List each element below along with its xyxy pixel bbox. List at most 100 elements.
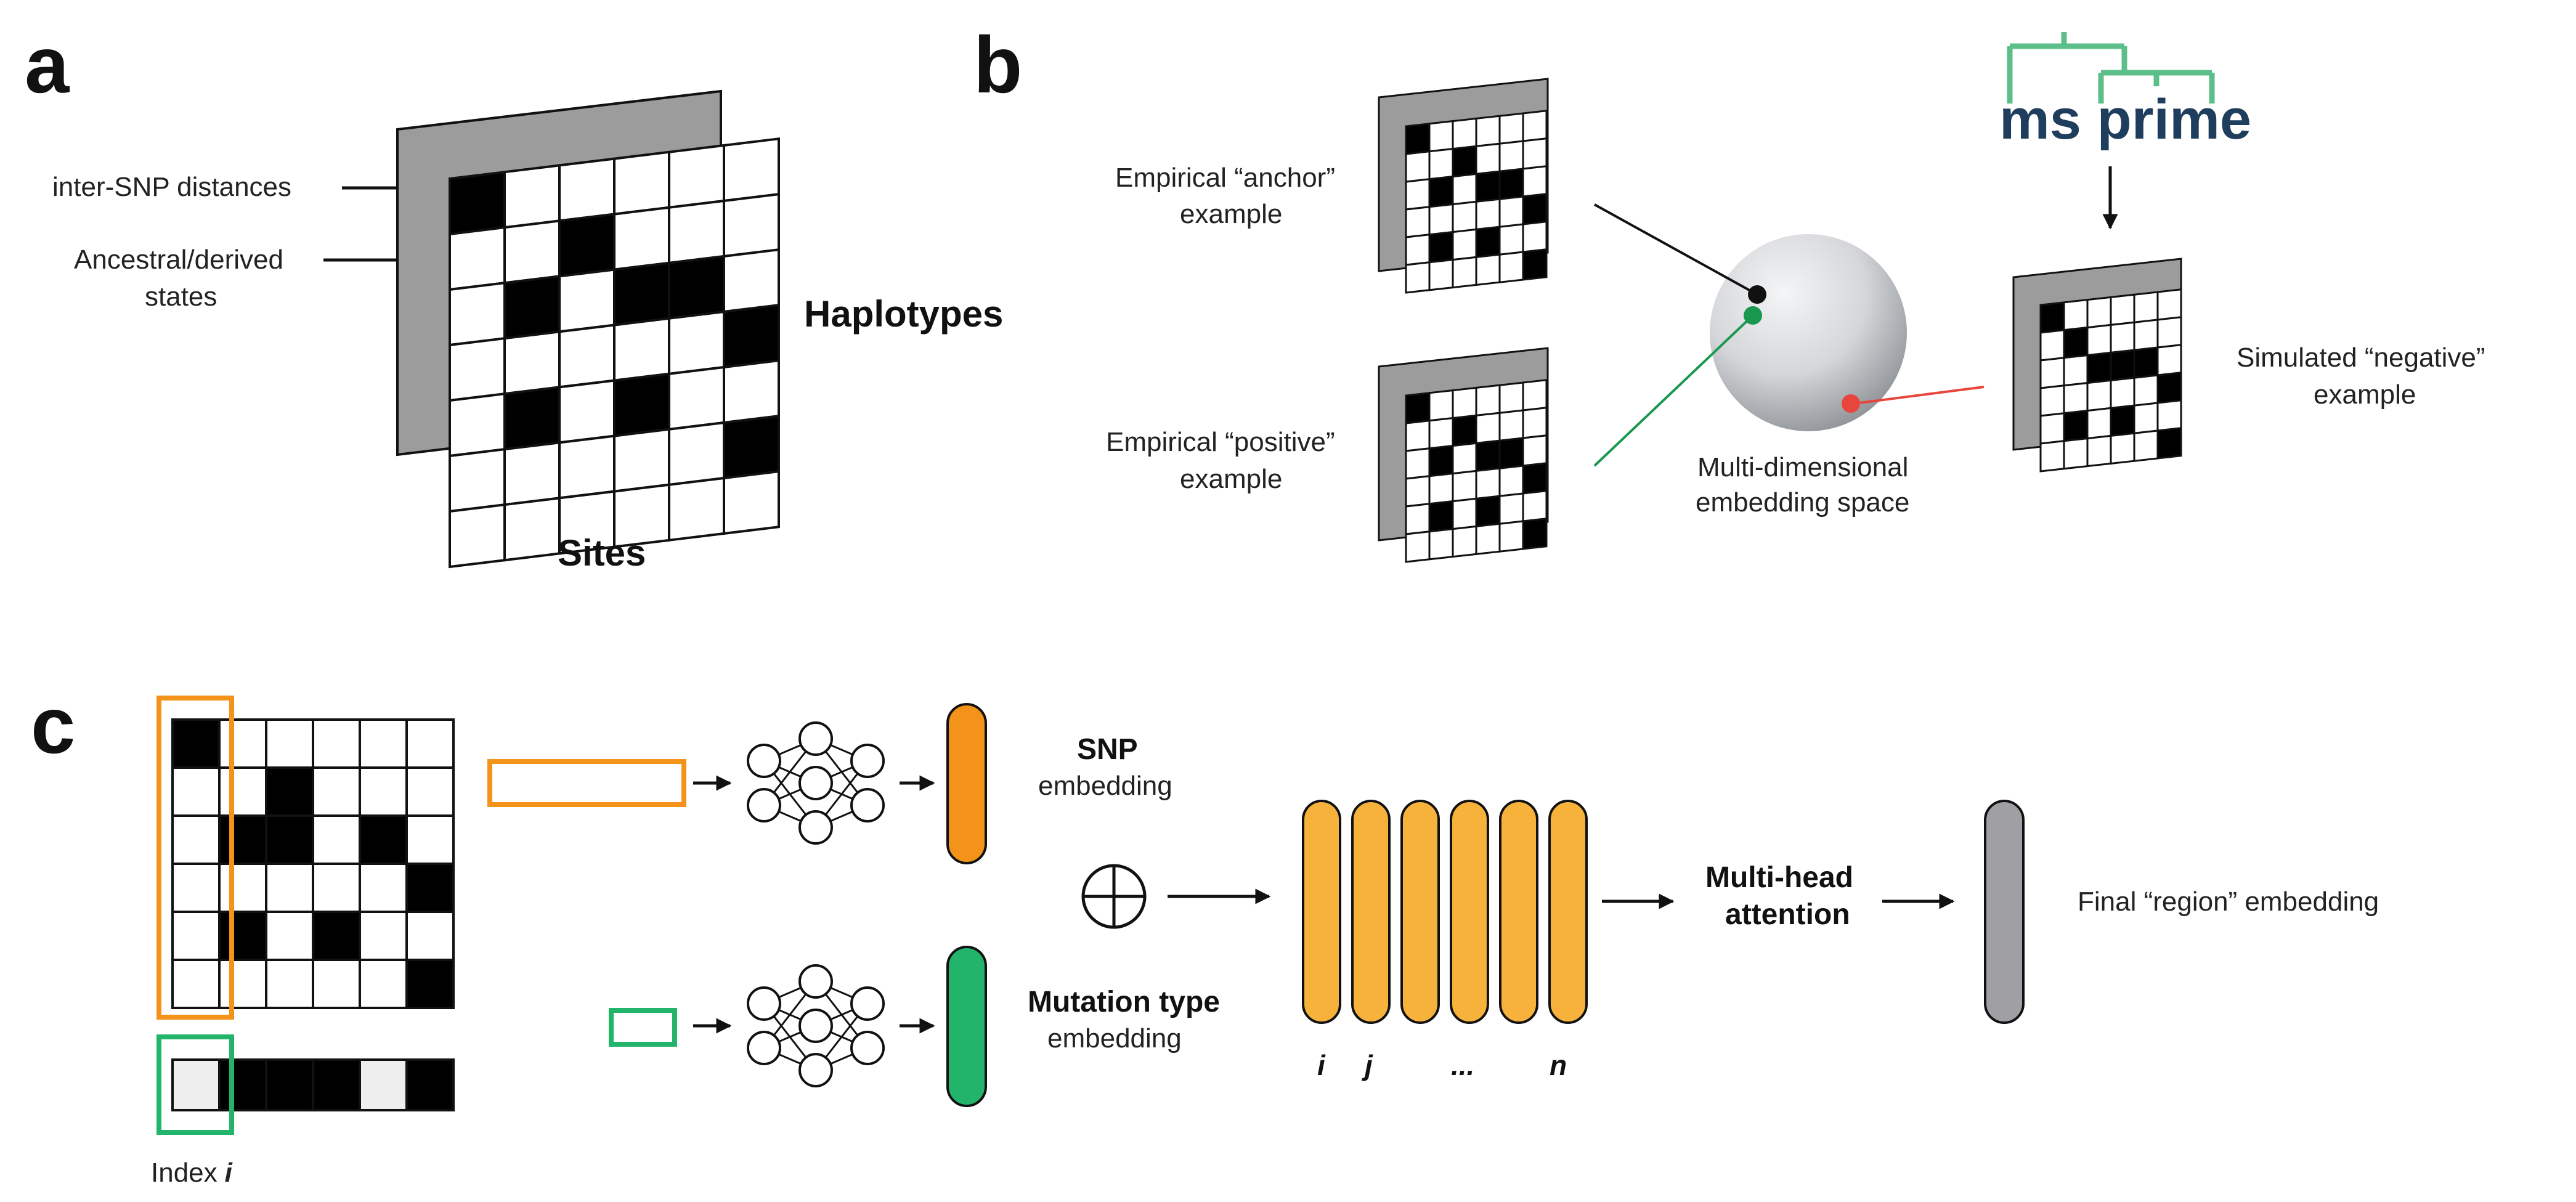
negative-cell: [2063, 409, 2089, 442]
haplotype-cell: [503, 164, 561, 229]
haplotype-cell: [449, 447, 506, 513]
haplotype-cell: [503, 275, 561, 340]
anchor-cell: [1428, 120, 1454, 153]
snp-matrix-cell: [312, 814, 361, 865]
positive-cell: [1498, 437, 1524, 469]
token-label-ellipsis: ...: [1451, 1049, 1474, 1081]
label-snp-normal: embedding: [1038, 771, 1172, 801]
snp-matrix-cell: [405, 718, 455, 769]
snp-matrix-cell: [171, 911, 221, 961]
net-node: [850, 788, 885, 822]
label-attention-line2: attention: [1725, 898, 1850, 931]
positive-cell: [1405, 530, 1431, 563]
negative-cell: [2110, 349, 2135, 382]
index-cell: [359, 1058, 408, 1111]
positive-cell: [1452, 414, 1477, 447]
positive-grid: [1405, 379, 1548, 563]
combine-plus-icon: [1081, 864, 1147, 929]
haplotype-cell: [503, 386, 561, 451]
negative-cell: [2133, 374, 2159, 407]
negative-cell: [2086, 434, 2112, 468]
negative-cell: [2133, 319, 2159, 351]
embedding-sphere: [1710, 234, 1907, 431]
label-final-embedding: Final “region” embedding: [2078, 887, 2379, 917]
snp-matrix-cell: [171, 766, 221, 817]
anchor-cell: [1522, 248, 1548, 281]
index-cell: [265, 1058, 314, 1111]
anchor-cell: [1405, 261, 1431, 294]
token-label-j: j: [1362, 1049, 1373, 1081]
negative-link-line: [1854, 386, 1985, 405]
snp-neural-net-icon: [747, 721, 885, 845]
msprime-logo: ms prime: [1999, 32, 2251, 151]
haplotype-cell: [558, 434, 616, 500]
haplotype-cell: [668, 365, 725, 431]
snp-matrix: [171, 718, 455, 1009]
label-space-line1: Multi-dimensional: [1697, 452, 1908, 482]
negative-cell: [2063, 298, 2089, 331]
negative-cell: [2156, 372, 2182, 404]
haplotype-cell: [668, 310, 725, 376]
snp-matrix-cell: [405, 959, 455, 1009]
snp-matrix-cell: [312, 766, 361, 817]
snp-matrix-cell: [405, 766, 455, 817]
positive-cell: [1498, 465, 1524, 497]
negative-cell: [2039, 357, 2065, 389]
net-node: [850, 1031, 885, 1065]
label-anchor-line2: example: [1180, 199, 1282, 229]
mutation-vector-box: [609, 1008, 677, 1047]
haplotype-cell: [723, 469, 780, 535]
positive-point: [1744, 306, 1762, 325]
anchor-cell: [1475, 253, 1501, 286]
haplotype-cell: [558, 213, 616, 278]
positive-cell: [1452, 497, 1477, 530]
snp-matrix-cell: [312, 911, 361, 961]
anchor-cell: [1498, 168, 1524, 200]
net-node: [798, 810, 833, 845]
snp-matrix-cell: [218, 959, 267, 1009]
positive-cell: [1428, 500, 1454, 533]
negative-cell: [2156, 344, 2182, 376]
snp-matrix-cell: [405, 814, 455, 865]
haplotype-cell: [449, 225, 506, 291]
snp-matrix-cell: [218, 863, 267, 913]
negative-cell: [2063, 354, 2089, 387]
negative-cell: [2039, 384, 2065, 417]
positive-cell: [1405, 392, 1431, 424]
negative-cell: [2110, 376, 2135, 410]
negative-cell: [2039, 412, 2065, 445]
panel-b: b Empirical “anchor” example Empirical “…: [973, 20, 2485, 563]
anchor-grid: [1405, 110, 1548, 294]
negative-cell: [2086, 351, 2112, 384]
positive-cell: [1452, 386, 1477, 420]
positive-cell: [1428, 472, 1454, 505]
positive-cell: [1428, 389, 1454, 422]
anchor-cell: [1405, 178, 1431, 211]
positive-cell: [1498, 381, 1524, 414]
haplotype-cell: [613, 150, 670, 216]
anchor-cell: [1475, 170, 1501, 203]
anchor-cell: [1452, 173, 1477, 206]
label-mutation-normal: embedding: [1047, 1023, 1182, 1054]
label-snp-bold: SNP: [1077, 733, 1138, 766]
negative-cell: [2086, 407, 2112, 440]
haplotype-cell: [558, 268, 616, 333]
haplotype-cell: [503, 219, 561, 285]
haplotype-cell: [449, 503, 506, 569]
negative-grid: [2039, 288, 2182, 473]
haplotype-grid: [449, 137, 780, 569]
net-node: [850, 744, 885, 778]
positive-cell: [1475, 384, 1501, 417]
index-row: [171, 1058, 455, 1111]
snp-matrix-cell: [359, 911, 408, 961]
haplotype-cell: [558, 379, 616, 444]
anchor-cell: [1498, 112, 1524, 145]
positive-cell: [1405, 447, 1431, 480]
haplotype-cell: [449, 392, 506, 458]
net-node: [747, 744, 781, 778]
negative-cell: [2156, 399, 2182, 432]
anchor-cell: [1452, 200, 1477, 233]
negative-cell: [2110, 432, 2135, 465]
